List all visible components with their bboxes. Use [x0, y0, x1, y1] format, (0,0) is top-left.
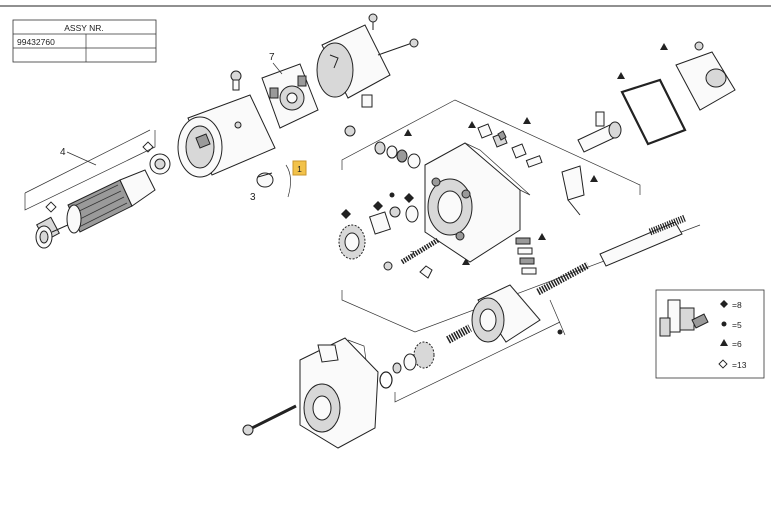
- armature-label: 4: [60, 147, 66, 158]
- bolt-small-label: 7: [410, 249, 415, 259]
- yoke-housing[interactable]: [177, 94, 276, 178]
- assy-number: 99432760: [17, 37, 55, 47]
- legend-part-illustration: [659, 299, 709, 337]
- terminal-nut[interactable]: [230, 70, 242, 91]
- washer-set[interactable]: [374, 141, 421, 169]
- clip[interactable]: [256, 172, 274, 188]
- output-shaft[interactable]: [599, 214, 687, 267]
- legend-triangle-icon: [720, 339, 728, 346]
- roller-stack[interactable]: [515, 237, 537, 275]
- screw-top-right[interactable]: [694, 41, 704, 51]
- svg-text:=8: =8: [732, 300, 742, 310]
- pinion[interactable]: [392, 324, 472, 374]
- end-cover[interactable]: [316, 24, 391, 99]
- small-link[interactable]: [383, 261, 433, 279]
- legend-dot-icon: [721, 321, 727, 327]
- marker-diamond-open: [142, 141, 154, 153]
- assy-number-table: ASSY NR. 99432760: [12, 19, 157, 63]
- bushing[interactable]: [361, 94, 373, 108]
- svg-text:=13: =13: [732, 360, 747, 370]
- brush-holder[interactable]: [261, 63, 319, 129]
- terminal-stud[interactable]: [577, 111, 622, 153]
- highlight-box[interactable]: [292, 160, 307, 176]
- drive-gear[interactable]: [338, 224, 366, 260]
- retainer-block[interactable]: [368, 205, 419, 235]
- cover-plate[interactable]: [675, 51, 736, 111]
- legend-diamond-filled-icon: [720, 300, 728, 308]
- o-ring[interactable]: [379, 371, 393, 389]
- plunger-spring[interactable]: [400, 237, 440, 265]
- triangle-markers: [404, 43, 668, 265]
- assy-header: ASSY NR.: [64, 23, 104, 33]
- svg-text:=6: =6: [732, 339, 742, 349]
- shift-lever[interactable]: [561, 165, 585, 216]
- legend-item: =5: [721, 320, 742, 330]
- armature[interactable]: [35, 153, 171, 249]
- legend-item: =13: [718, 359, 747, 370]
- drive-end-housing[interactable]: [299, 337, 379, 449]
- highlight-callout[interactable]: 1: [292, 160, 307, 176]
- legend-diamond-open-icon: [718, 359, 728, 369]
- overrunning-clutch[interactable]: [471, 284, 541, 343]
- legend-item: =8: [720, 300, 742, 310]
- pawl-set[interactable]: [477, 123, 543, 168]
- bushing-small[interactable]: [344, 125, 356, 137]
- legend: =8 =5 =6 =13: [655, 289, 765, 379]
- gasket[interactable]: [620, 78, 687, 146]
- through-bolt-top[interactable]: [377, 38, 419, 56]
- gear-housing[interactable]: [424, 142, 531, 263]
- svg-text:=5: =5: [732, 320, 742, 330]
- legend-item: =6: [720, 339, 742, 349]
- clip-label: 3: [250, 192, 256, 203]
- long-bolt[interactable]: [242, 404, 297, 436]
- marker-diamond-open: [45, 201, 57, 213]
- brush-holder-label: 7: [269, 52, 275, 63]
- screw-top[interactable]: [368, 13, 378, 30]
- highlight-label: 1: [297, 164, 302, 174]
- return-spring[interactable]: [536, 261, 590, 296]
- diamond-dot-markers: [341, 192, 563, 335]
